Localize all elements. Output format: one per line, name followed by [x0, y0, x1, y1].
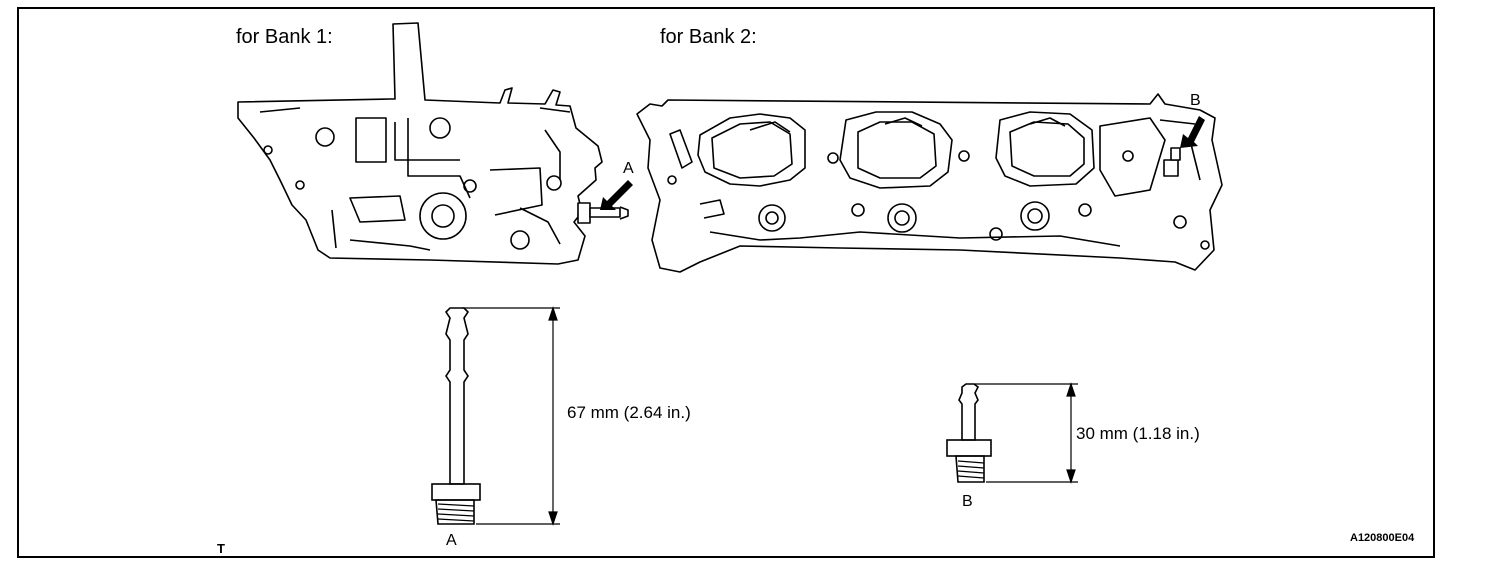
dimension-b: [974, 382, 1078, 484]
bank1-cylinder-head: [237, 22, 603, 265]
part-b-label: B: [962, 493, 973, 510]
bank2-label: for Bank 2:: [660, 26, 757, 48]
bank2-installed-fitting-b: [1163, 147, 1181, 177]
dimension-a: [462, 306, 560, 526]
part-a-label: A: [446, 532, 457, 549]
callout-arrows: [600, 116, 1205, 210]
bank1-installed-fitting-a: [577, 202, 629, 224]
dimension-a-text: 67 mm (2.64 in.): [567, 403, 691, 422]
bank1-label: for Bank 1:: [236, 26, 333, 48]
callout-a-label: A: [623, 160, 634, 177]
bank2-cylinder-head: [636, 93, 1223, 273]
figure-code: A120800E04: [1350, 532, 1415, 544]
fitting-a-detail: [431, 307, 481, 525]
fitting-b-detail: [946, 383, 992, 483]
figure-frame: [17, 7, 1435, 558]
arrow-b-icon: [1180, 116, 1205, 148]
callout-b-label: B: [1190, 92, 1201, 109]
corner-mark: T: [217, 541, 225, 556]
arrow-a-icon: [600, 180, 633, 210]
dimension-b-text: 30 mm (1.18 in.): [1076, 424, 1200, 443]
